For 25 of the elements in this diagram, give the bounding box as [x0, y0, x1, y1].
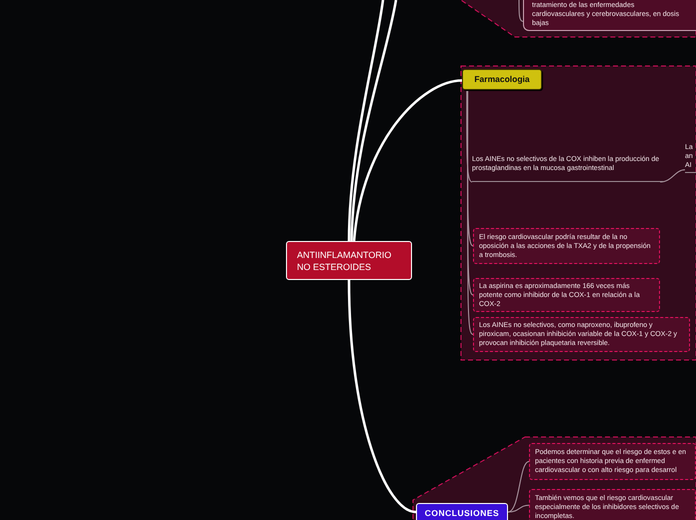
note-box: [473, 317, 690, 352]
connector: [352, 79, 462, 242]
central-topic-box: [286, 241, 412, 280]
connector: [508, 461, 530, 512]
topic-text: Farmacologia: [474, 73, 530, 86]
subtopic-label: [462, 69, 542, 90]
underlined-topic: [685, 141, 696, 173]
connector: [350, 0, 398, 242]
connector: [348, 280, 416, 514]
topic-text: CONCLUSIONES: [424, 506, 500, 520]
note-box: [529, 489, 696, 520]
group-panel: [461, 66, 696, 360]
note-box: [473, 278, 660, 312]
connector: [660, 169, 686, 182]
subtopic-label: [416, 503, 508, 520]
connector: [348, 0, 384, 242]
topic-text: ANTIINFLAMANTORIO NO ESTEROIDES: [297, 248, 392, 272]
connector: [518, 0, 524, 22]
note-box: [473, 228, 660, 264]
connector: [466, 90, 472, 182]
connector: [467, 90, 474, 335]
note-box: [529, 443, 696, 480]
note-box: [523, 0, 696, 31]
connector: [508, 504, 530, 512]
group-panel: [413, 437, 696, 520]
